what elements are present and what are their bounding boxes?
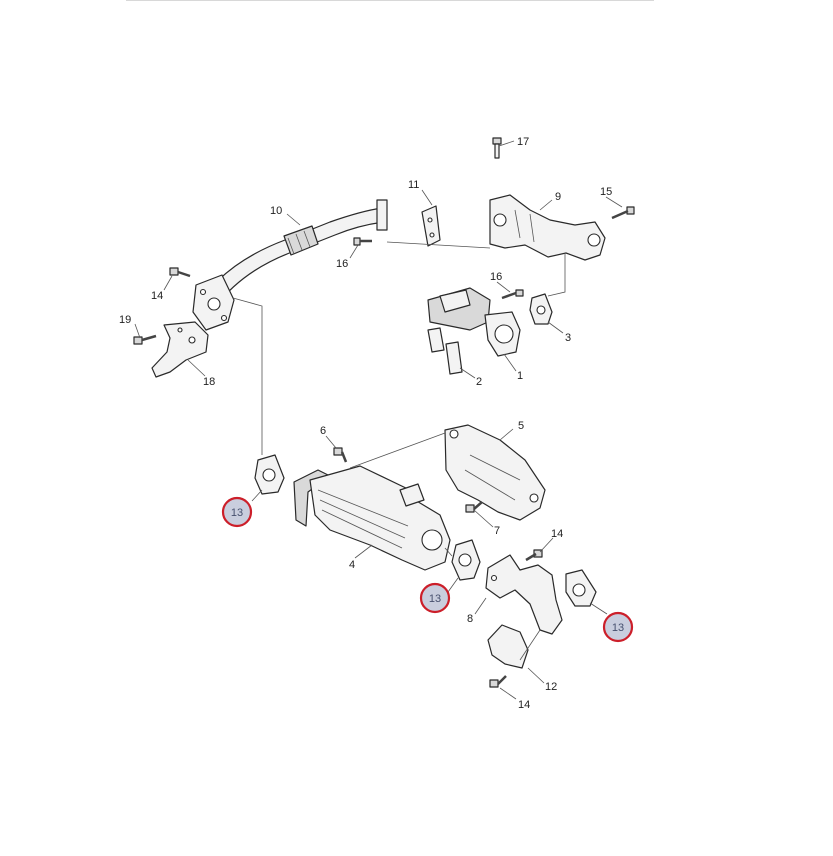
callout-12: 12 (545, 681, 557, 693)
callout-15: 15 (600, 186, 612, 198)
assembly-lines (232, 241, 566, 661)
egr-pipe-10 (199, 199, 388, 307)
heat-shield-12 (487, 624, 529, 669)
bolt-16b (501, 289, 524, 300)
bolt-6 (333, 447, 348, 463)
callout-2: 2 (476, 376, 482, 388)
highlighted-callout-13-left[interactable]: 13 (221, 496, 253, 528)
callout-5: 5 (518, 420, 524, 432)
bolt-14b (525, 549, 543, 562)
callout-16-lower: 16 (490, 271, 502, 283)
bolt-15 (611, 206, 635, 220)
highlight-13-right-label: 13 (612, 622, 624, 634)
callout-18: 18 (203, 376, 215, 388)
callout-16-upper: 16 (336, 258, 348, 270)
bracket-11 (421, 205, 441, 247)
callout-4: 4 (349, 559, 355, 571)
gasket-13-b (451, 539, 481, 581)
callout-6: 6 (320, 425, 326, 437)
callout-labels: 17 11 10 9 15 16 16 14 19 18 3 2 1 5 6 7… (119, 136, 612, 711)
highlight-13-left-label: 13 (231, 507, 243, 519)
egr-cooler-4 (293, 465, 451, 571)
callout-11: 11 (408, 179, 419, 191)
callout-14-lower: 14 (518, 699, 530, 711)
callout-9: 9 (555, 191, 561, 203)
gasket-13-c (565, 569, 597, 607)
bolt-19 (133, 334, 157, 345)
callout-17: 17 (517, 136, 529, 148)
callout-8: 8 (467, 613, 473, 625)
callout-1: 1 (517, 370, 523, 382)
gasket-3 (529, 293, 553, 325)
egr-valve-1 (427, 287, 521, 357)
highlighted-callout-13-middle[interactable]: 13 (419, 582, 451, 614)
callout-19: 19 (119, 314, 131, 326)
callout-7: 7 (494, 525, 500, 537)
callout-leaders (134, 140, 623, 700)
bracket-18 (151, 321, 209, 378)
callout-10: 10 (270, 205, 282, 217)
outlet-pipe-8 (485, 554, 563, 635)
pipe-flange (192, 274, 235, 331)
bolt-17 (492, 137, 502, 159)
top-divider (126, 0, 654, 1)
heat-shield-5 (444, 424, 546, 521)
callout-14-mid: 14 (551, 528, 563, 540)
gasket-2 (427, 327, 463, 375)
gasket-13-a (254, 454, 285, 495)
bolt-7 (465, 501, 483, 513)
bolt-14a (169, 267, 191, 278)
highlighted-callout-13-right[interactable]: 13 (602, 611, 634, 643)
bolt-16a (353, 237, 372, 246)
callout-14-upper: 14 (151, 290, 163, 302)
callout-3: 3 (565, 332, 571, 344)
egr-manifold-9 (489, 194, 606, 261)
highlight-13-middle-label: 13 (429, 593, 441, 605)
bolt-14c (489, 675, 507, 688)
